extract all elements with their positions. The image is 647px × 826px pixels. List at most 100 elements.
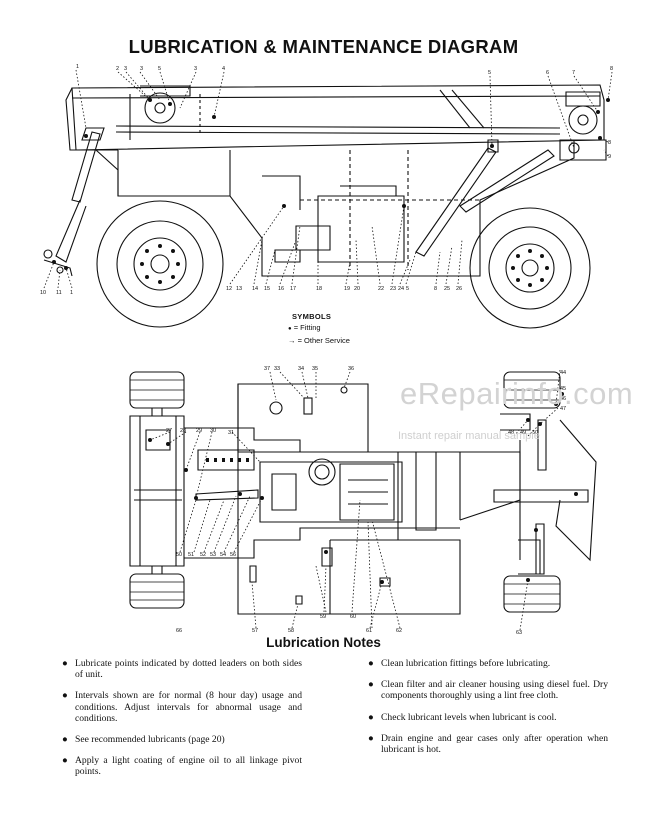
- notes-title: Lubrication Notes: [266, 635, 381, 650]
- notes-right-column: ● Clean lubrication fittings before lubri…: [368, 658, 608, 765]
- bullet-icon: ●: [368, 732, 374, 744]
- svg-text:12: 12: [226, 286, 232, 292]
- note-text: Intervals shown are for normal (8 hour d…: [75, 690, 302, 724]
- svg-text:50: 50: [532, 430, 538, 436]
- watermark: eRepairinfo.com: [400, 376, 634, 411]
- svg-text:61: 61: [366, 628, 372, 634]
- svg-text:15: 15: [264, 286, 270, 292]
- svg-text:56: 56: [230, 552, 236, 558]
- other-service-label: = Other Service: [297, 336, 350, 345]
- svg-text:5: 5: [158, 66, 161, 72]
- svg-text:2: 2: [116, 66, 119, 72]
- bullet-icon: ●: [368, 658, 374, 669]
- svg-text:60: 60: [350, 614, 356, 620]
- bullet-icon: ●: [368, 711, 374, 723]
- svg-text:48: 48: [508, 430, 514, 436]
- svg-text:53: 53: [210, 552, 216, 558]
- svg-text:49: 49: [520, 430, 526, 436]
- svg-text:66: 66: [176, 628, 182, 634]
- svg-text:1: 1: [76, 64, 79, 70]
- svg-text:28: 28: [180, 428, 186, 434]
- note-item: ● Check lubricant levels when lubricant i…: [368, 712, 608, 723]
- svg-text:63: 63: [516, 630, 522, 636]
- svg-text:3: 3: [140, 66, 143, 72]
- arrow-icon: →: [288, 336, 296, 345]
- svg-text:17: 17: [290, 286, 296, 292]
- svg-text:29: 29: [196, 428, 202, 434]
- note-text: Lubricate points indicated by dotted lea…: [75, 658, 302, 681]
- svg-text:31: 31: [228, 430, 234, 436]
- note-item: ●Apply a light coating of engine oil to …: [62, 755, 302, 777]
- svg-text:26: 26: [456, 286, 462, 292]
- svg-text:52: 52: [200, 552, 206, 558]
- svg-text:34: 34: [298, 366, 304, 372]
- symbol-other-service: → = Other Service: [288, 335, 350, 346]
- svg-text:30: 30: [210, 428, 216, 434]
- svg-text:13: 13: [236, 286, 242, 292]
- note-item: ● Clean filter and air cleaner housing us…: [368, 679, 608, 701]
- svg-text:33: 33: [274, 366, 280, 372]
- svg-text:11: 11: [56, 290, 62, 296]
- note-text: Clean lubrication fittings before lubric…: [381, 658, 551, 669]
- svg-text:50: 50: [176, 552, 182, 558]
- note-item: ● Intervals shown are for normal (8 hour …: [62, 690, 302, 724]
- note-text: See recommended lubricants (page 20): [75, 734, 225, 746]
- svg-text:19: 19: [344, 286, 350, 292]
- svg-text:22: 22: [378, 286, 384, 292]
- note-item: ● Clean lubrication fittings before lubri…: [368, 658, 608, 669]
- symbols-heading: SYMBOLS: [292, 312, 332, 321]
- svg-text:37: 37: [264, 366, 270, 372]
- bullet-icon: ●: [62, 690, 68, 702]
- svg-text:6: 6: [546, 70, 549, 76]
- symbol-fitting: ● = Fitting: [288, 322, 350, 335]
- svg-text:45: 45: [560, 386, 566, 392]
- svg-text:54: 54: [220, 552, 226, 558]
- svg-text:25: 25: [444, 286, 450, 292]
- svg-text:46: 46: [560, 396, 566, 402]
- svg-text:47: 47: [560, 406, 566, 412]
- svg-text:5: 5: [406, 286, 409, 292]
- note-item: ● Lubricate points indicated by dotted le…: [62, 658, 302, 680]
- notes-left-column: ● Lubricate points indicated by dotted le…: [62, 658, 302, 788]
- svg-text:58: 58: [288, 628, 294, 634]
- note-text: Apply a light coating of engine oil to a…: [75, 755, 302, 778]
- svg-text:14: 14: [252, 286, 258, 292]
- svg-text:62: 62: [396, 628, 402, 634]
- bullet-icon: ●: [62, 734, 68, 746]
- fitting-label: = Fitting: [293, 323, 321, 332]
- svg-text:35: 35: [312, 366, 318, 372]
- svg-text:9: 9: [608, 154, 611, 160]
- note-item: ● See recommended lubricants (page 20): [62, 734, 302, 745]
- bullet-icon: ●: [368, 679, 374, 691]
- watermark-small: Instant repair manual sample: [398, 430, 540, 442]
- top-view-drawing: [129, 369, 597, 631]
- svg-text:8: 8: [608, 140, 611, 146]
- svg-text:23: 23: [390, 286, 396, 292]
- svg-text:5: 5: [488, 70, 491, 76]
- svg-text:18: 18: [316, 286, 322, 292]
- svg-text:16: 16: [278, 286, 284, 292]
- svg-text:3: 3: [194, 66, 197, 72]
- svg-text:8: 8: [434, 286, 437, 292]
- fitting-dot-icon: ●: [288, 326, 292, 332]
- svg-text:27: 27: [166, 428, 172, 434]
- svg-text:4: 4: [222, 66, 225, 72]
- svg-text:8: 8: [610, 66, 613, 72]
- bullet-icon: ●: [62, 658, 68, 669]
- note-text: Clean filter and air cleaner housing usi…: [381, 679, 608, 702]
- svg-text:10: 10: [40, 290, 46, 296]
- symbols-legend: SYMBOLS ● = Fitting → = Other Service: [288, 311, 350, 346]
- note-text: Check lubricant levels when lubricant is…: [381, 711, 557, 723]
- svg-text:59: 59: [320, 614, 326, 620]
- side-view-drawing: [43, 69, 613, 329]
- page-title: LUBRICATION & MAINTENANCE DIAGRAM: [128, 36, 519, 57]
- svg-text:24: 24: [398, 286, 404, 292]
- svg-text:51: 51: [188, 552, 194, 558]
- svg-text:7: 7: [572, 70, 575, 76]
- svg-text:3: 3: [124, 66, 127, 72]
- note-text: Drain engine and gear cases only after o…: [381, 732, 608, 756]
- svg-text:1: 1: [70, 290, 73, 296]
